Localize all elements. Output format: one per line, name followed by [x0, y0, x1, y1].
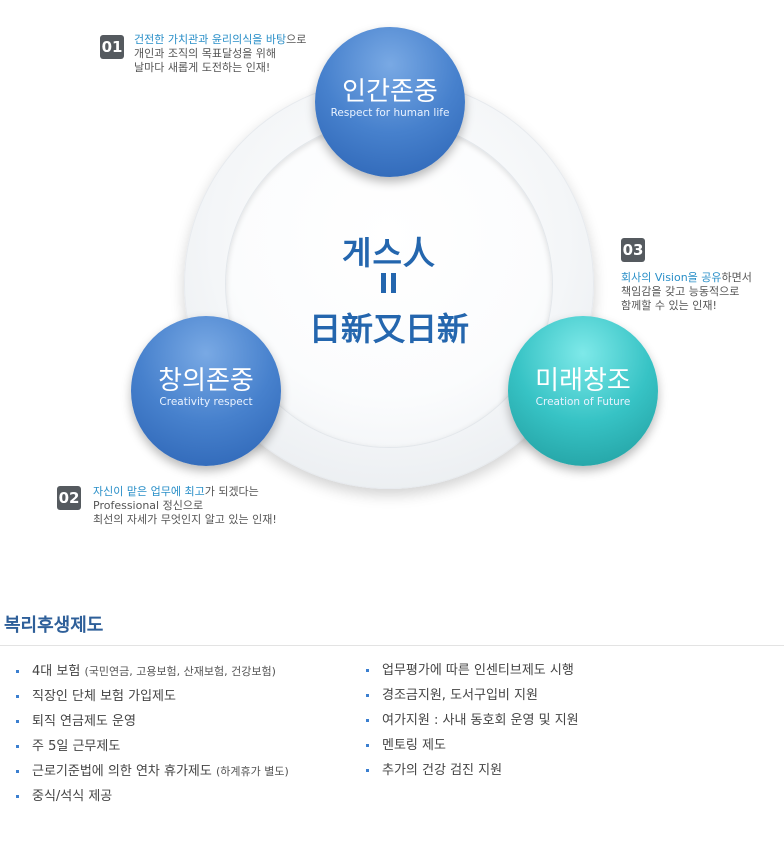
description-highlight: 자신이 맡은 업무에 최고 — [93, 485, 205, 498]
list-item-note: (하계휴가 별도) — [215, 765, 289, 778]
description-text: 함께할 수 있는 인재! — [621, 299, 717, 312]
welfare-list-left: 4대 보험 (국민연금, 고용보험, 산재보험, 건강보험) 직장인 단체 보험… — [16, 659, 289, 809]
circle-title: 미래창조 — [535, 366, 631, 396]
list-item: 직장인 단체 보험 가입제도 — [16, 684, 289, 709]
description-text: 개인과 조직의 목표달성을 위해 — [134, 47, 277, 60]
item-description: 건전한 가치관과 윤리의식을 바탕으로 개인과 조직의 목표달성을 위해 날마다… — [134, 33, 306, 75]
description-text: 가 되겠다는 — [204, 485, 259, 498]
list-item-text: 경조금지원, 도서구입비 지원 — [382, 688, 538, 703]
description-text: 책임감을 갖고 능동적으로 — [621, 285, 740, 298]
equals-sign — [379, 270, 399, 296]
number-badge: 02 — [57, 486, 81, 510]
list-item: 퇴직 연금제도 운영 — [16, 709, 289, 734]
bullet-icon — [16, 770, 19, 773]
bullet-icon — [16, 745, 19, 748]
bullet-icon — [366, 719, 369, 722]
list-item: 경조금지원, 도서구입비 지원 — [366, 683, 579, 708]
list-item-text: 업무평가에 따른 인센티브제도 시행 — [382, 663, 574, 678]
list-item: 추가의 건강 검진 지원 — [366, 758, 579, 783]
circle-title: 인간존중 — [342, 77, 438, 107]
list-item-text: 퇴직 연금제도 운영 — [32, 714, 136, 729]
bullet-icon — [16, 795, 19, 798]
description-text: 으로 — [286, 33, 307, 46]
list-item: 멘토링 제도 — [366, 733, 579, 758]
description-highlight: 건전한 가치관과 윤리의식을 바탕 — [134, 33, 287, 46]
description-text: 최선의 자세가 무엇인지 알고 있는 인재! — [93, 513, 277, 526]
description-text: Professional 정신으로 — [93, 499, 204, 512]
welfare-section-title: 복리후생제도 — [4, 615, 104, 636]
list-item: 여가지원 : 사내 동호회 운영 및 지원 — [366, 708, 579, 733]
list-item: 4대 보험 (국민연금, 고용보험, 산재보험, 건강보험) — [16, 659, 289, 684]
bullet-icon — [16, 670, 19, 673]
item-description: 자신이 맡은 업무에 최고가 되겠다는 Professional 정신으로 최선… — [93, 485, 277, 527]
list-item: 주 5일 근무제도 — [16, 734, 289, 759]
bullet-icon — [366, 769, 369, 772]
circle-subtitle: Respect for human life — [330, 107, 450, 119]
section-divider — [0, 645, 784, 646]
list-item-text: 추가의 건강 검진 지원 — [382, 763, 503, 778]
list-item-text: 근로기준법에 의한 연차 휴가제도 — [32, 764, 212, 779]
list-item-text: 멘토링 제도 — [382, 738, 446, 753]
list-item-text: 직장인 단체 보험 가입제도 — [32, 689, 176, 704]
list-item-text: 여가지원 : 사내 동호회 운영 및 지원 — [382, 713, 579, 728]
bullet-icon — [366, 744, 369, 747]
circle-respect-human: 인간존중 Respect for human life — [315, 27, 465, 177]
number-badge: 01 — [100, 35, 124, 59]
list-item-text: 주 5일 근무제도 — [32, 739, 121, 754]
description-text: 날마다 새롭게 도전하는 인재! — [134, 61, 271, 74]
bullet-icon — [366, 694, 369, 697]
core-motto: 日新又日新 — [308, 310, 469, 348]
bullet-icon — [16, 720, 19, 723]
item-description: 회사의 Vision을 공유하면서 책임감을 갖고 능동적으로 함께할 수 있는… — [621, 271, 752, 313]
list-item: 업무평가에 따른 인센티브제도 시행 — [366, 658, 579, 683]
bullet-icon — [366, 669, 369, 672]
list-item-text: 4대 보험 — [32, 664, 81, 679]
list-item-note: (국민연금, 고용보험, 산재보험, 건강보험) — [84, 665, 276, 678]
list-item: 근로기준법에 의한 연차 휴가제도 (하계휴가 별도) — [16, 759, 289, 784]
description-text: 하면서 — [721, 271, 752, 284]
core-values-diagram: 게스人 日新又日新 인간존중 Respect for human life 창의… — [57, 27, 752, 527]
circle-title: 창의존중 — [158, 366, 254, 396]
core-title: 게스人 — [342, 234, 436, 272]
circle-subtitle: Creativity respect — [159, 396, 253, 408]
circle-subtitle: Creation of Future — [535, 396, 631, 408]
list-item-text: 중식/석식 제공 — [32, 789, 113, 804]
welfare-list-right: 업무평가에 따른 인센티브제도 시행 경조금지원, 도서구입비 지원 여가지원 … — [366, 658, 579, 783]
description-highlight: 회사의 Vision을 공유 — [621, 271, 722, 284]
list-item: 중식/석식 제공 — [16, 784, 289, 809]
circle-creativity: 창의존중 Creativity respect — [131, 316, 281, 466]
number-badge: 03 — [621, 238, 645, 262]
bullet-icon — [16, 695, 19, 698]
circle-future: 미래창조 Creation of Future — [508, 316, 658, 466]
